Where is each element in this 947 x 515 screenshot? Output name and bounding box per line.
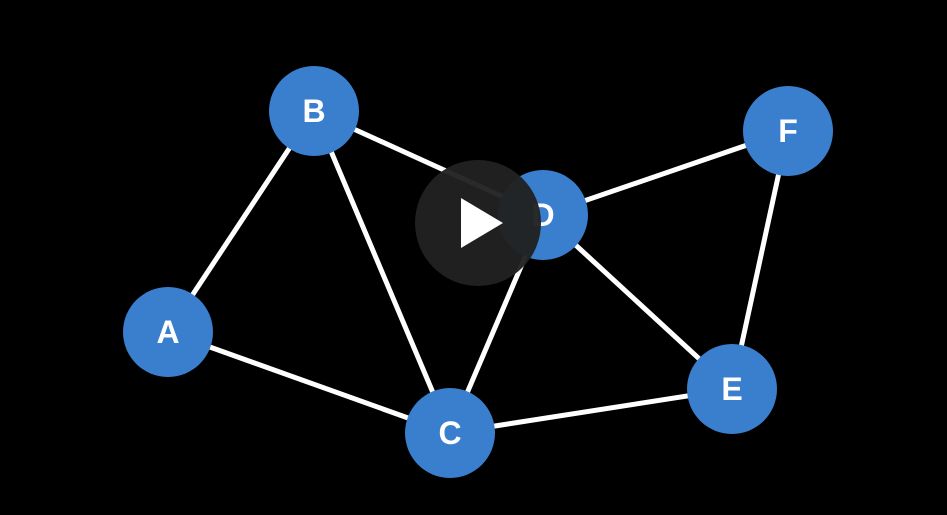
node-circle [123,287,213,377]
node-circle [687,344,777,434]
node-label: E [721,371,742,407]
play-icon [461,198,503,248]
node-c: C [405,388,495,478]
node-f: F [743,86,833,176]
node-a: A [123,287,213,377]
play-button[interactable] [415,160,541,286]
edge-b-c [311,108,453,436]
node-e: E [687,344,777,434]
edge-c-e [447,386,735,436]
node-circle [405,388,495,478]
node-circle [269,66,359,156]
node-label: C [438,415,461,451]
node-label: B [302,93,325,129]
node-circle [743,86,833,176]
node-b: B [269,66,359,156]
edge-a-c [165,329,453,436]
node-label: F [778,113,798,149]
video-title-fragment [470,0,710,8]
node-label: A [156,314,179,350]
